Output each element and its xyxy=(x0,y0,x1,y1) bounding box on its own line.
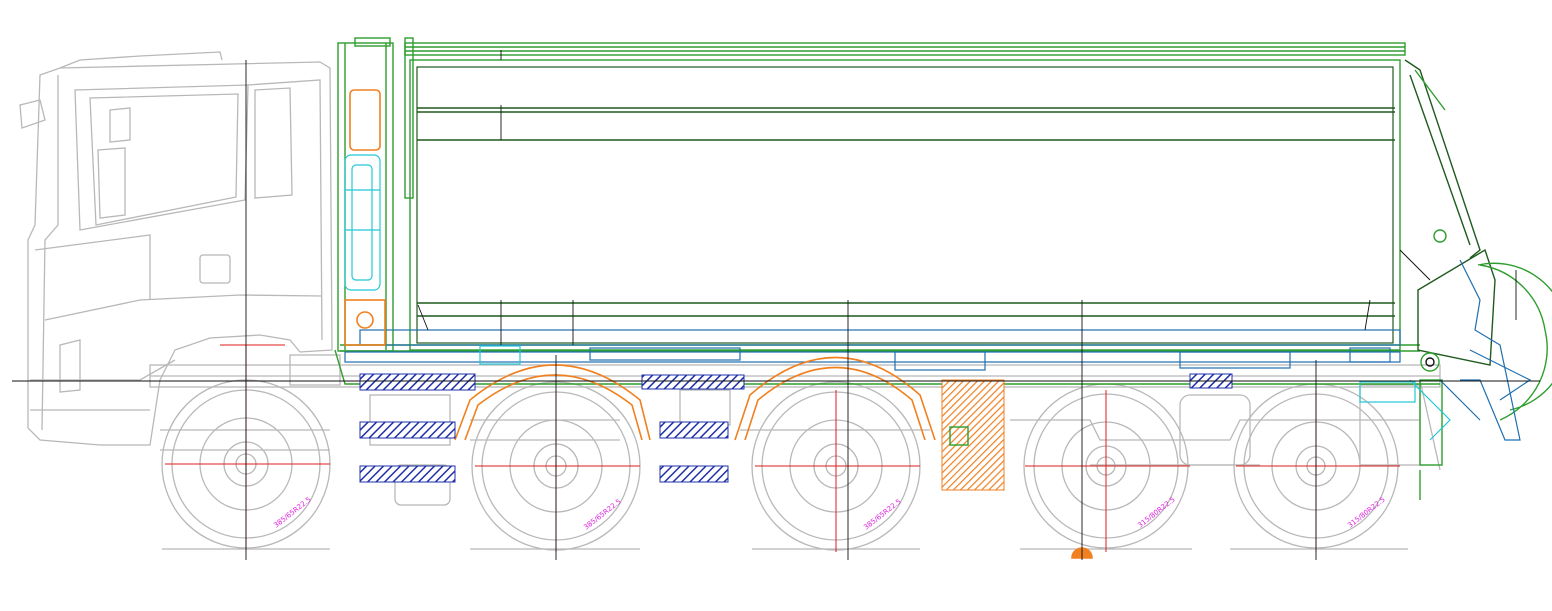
hatched-blocks xyxy=(359,373,1233,491)
fuel-tank-mid xyxy=(359,421,456,439)
tire-label-axle-4: 315/80R22.5 xyxy=(1136,496,1176,530)
battery-low xyxy=(659,465,729,483)
hydraulic-details xyxy=(344,154,1451,441)
tire-labels: 385/65R22.5 385/65R22.5 385/65R22.5 315/… xyxy=(272,496,1386,532)
tool-box-latch xyxy=(949,426,969,446)
tire-label-axle-3: 385/65R22.5 xyxy=(862,498,902,532)
battery-top xyxy=(641,374,745,390)
subframe xyxy=(344,259,1532,441)
reference-lines xyxy=(12,50,1540,560)
tire-label-axle-2: 385/65R22.5 xyxy=(582,498,622,532)
tire-label-axle-1: 385/65R22.5 xyxy=(272,496,312,530)
cab xyxy=(19,51,333,446)
fuel-tank-top xyxy=(359,373,476,391)
battery-mid xyxy=(659,421,729,439)
tool-box xyxy=(941,379,1005,491)
tire-label-axle-5: 315/80R22.5 xyxy=(1346,496,1386,530)
fuel-tank-low xyxy=(359,465,456,483)
tipper-body xyxy=(334,37,1552,500)
